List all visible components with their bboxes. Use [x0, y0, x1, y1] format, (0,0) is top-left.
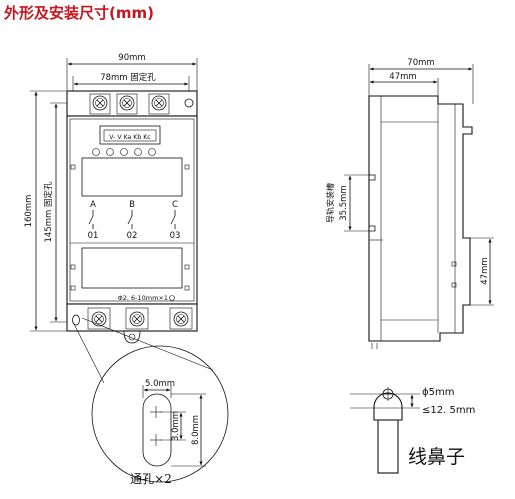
- height-fix-label: 145mm 固定孔: [43, 181, 54, 242]
- output-label-03: 03: [170, 231, 181, 241]
- switch-symbols: [88, 210, 176, 229]
- phase-label-b: B: [129, 200, 135, 210]
- din-rail-slot: [369, 174, 376, 232]
- lug-diameter-label: ϕ5mm: [422, 387, 454, 398]
- lug-width-label: ≤12. 5mm: [422, 405, 475, 416]
- rail-label: 导轨安装槽: [325, 183, 335, 223]
- indicator-window: [81, 157, 183, 197]
- page-title: 外形及安装尺寸(mm): [4, 4, 154, 22]
- screw-terminal-top-a: [92, 95, 108, 111]
- screw-terminal-bottom-b: [129, 311, 145, 327]
- phase-label-c: C: [172, 200, 178, 210]
- screw-terminal-top-c: [151, 95, 167, 111]
- output-label-01: 01: [88, 231, 99, 241]
- side-view: 70mm 47mm 导轨安装槽 35.5mm 47mm: [325, 58, 494, 349]
- phase-label-a: A: [90, 200, 96, 210]
- screw-terminal-bottom-a: [91, 311, 107, 327]
- hole-pitch-label: 3.0mm: [171, 411, 181, 441]
- depth-rail-label: 47mm: [389, 72, 416, 82]
- control-connector: [99, 125, 161, 145]
- output-label-02: 02: [127, 231, 138, 241]
- height-total-label: 160mm: [24, 195, 34, 228]
- depth-total-label: 70mm: [407, 58, 434, 68]
- screw-terminal-top-b: [119, 95, 135, 111]
- fuse-label: Φ2. 6-10mm×1: [118, 294, 168, 302]
- hole-width-label: 5.0mm: [145, 379, 175, 389]
- front-view: 90mm 78mm 固定孔 160mm 145mm 固定孔: [24, 53, 198, 344]
- terminal-height-label: 47mm: [480, 257, 490, 284]
- through-hole-caption: 通孔×2: [130, 472, 172, 486]
- rail-height-label: 35.5mm: [339, 185, 349, 221]
- width-total-label: 90mm: [118, 53, 145, 63]
- width-fix-label: 78mm 固定孔: [100, 72, 156, 83]
- mount-hole-bottom: [72, 314, 80, 326]
- hole-length-label: 8.0mm: [191, 415, 201, 445]
- mount-hole-top: [184, 98, 194, 108]
- lug-caption: 线鼻子: [408, 446, 465, 468]
- screw-terminal-bottom-c: [173, 311, 189, 327]
- mount-hole-detail: 5.0mm 3.0mm 8.0mm 通孔×2: [72, 317, 229, 486]
- cable-lug: ϕ5mm ≤12. 5mm 线鼻子: [350, 387, 475, 474]
- connector-label: V- V Ka Kb Kc: [109, 134, 151, 141]
- lower-window: [81, 247, 183, 289]
